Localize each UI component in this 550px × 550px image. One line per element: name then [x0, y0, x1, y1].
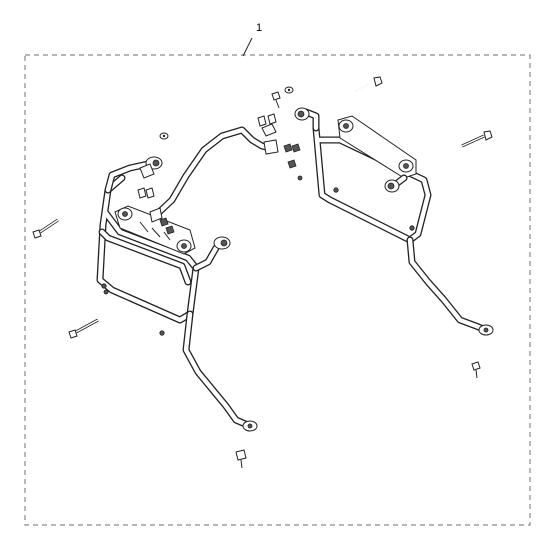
left-mounting-plate — [114, 205, 196, 255]
right-frame-top-hook — [294, 107, 320, 132]
left-frame-inner-rail — [98, 228, 192, 286]
left-pannier-frame — [96, 156, 258, 432]
callout-number: 1 — [256, 22, 262, 34]
right-mounting-plate — [337, 115, 417, 179]
left-frame-weld-nut-lower — [159, 330, 165, 336]
long-bolt-right — [461, 130, 493, 148]
long-bolt-upper-right — [355, 76, 383, 92]
nut-group-center — [283, 143, 301, 169]
spacer-left — [139, 163, 155, 179]
bolt-pair-left — [137, 187, 155, 199]
nut-group-left — [159, 217, 175, 235]
left-frame-weld-nut — [101, 283, 107, 289]
bolt-pair-upper-left — [271, 91, 281, 109]
left-frame-side-hook — [192, 236, 231, 272]
frame-screw-right — [297, 175, 303, 181]
long-bolt-left — [32, 218, 59, 239]
right-frame-lower-stay — [406, 236, 494, 336]
right-frame-weld-nut — [333, 187, 339, 193]
long-bolt-lower-left — [68, 318, 99, 339]
callout-leader-line — [242, 37, 253, 57]
right-pannier-frame — [294, 107, 494, 336]
right-frame-side-hook — [384, 174, 408, 193]
washer-top — [284, 86, 294, 94]
left-frame-lower-stay — [182, 310, 258, 432]
washer-left — [159, 132, 169, 140]
frame-screw-left — [103, 289, 109, 295]
bolt-lower-right — [471, 361, 481, 379]
upper-cross-bar — [149, 126, 279, 223]
right-frame-weld-nut-lower — [409, 225, 415, 231]
kit-boundary-frame — [24, 54, 531, 526]
bolt-lower-center — [235, 449, 247, 469]
left-frame-loop — [96, 174, 200, 324]
clamp-bolts-center — [257, 113, 277, 137]
